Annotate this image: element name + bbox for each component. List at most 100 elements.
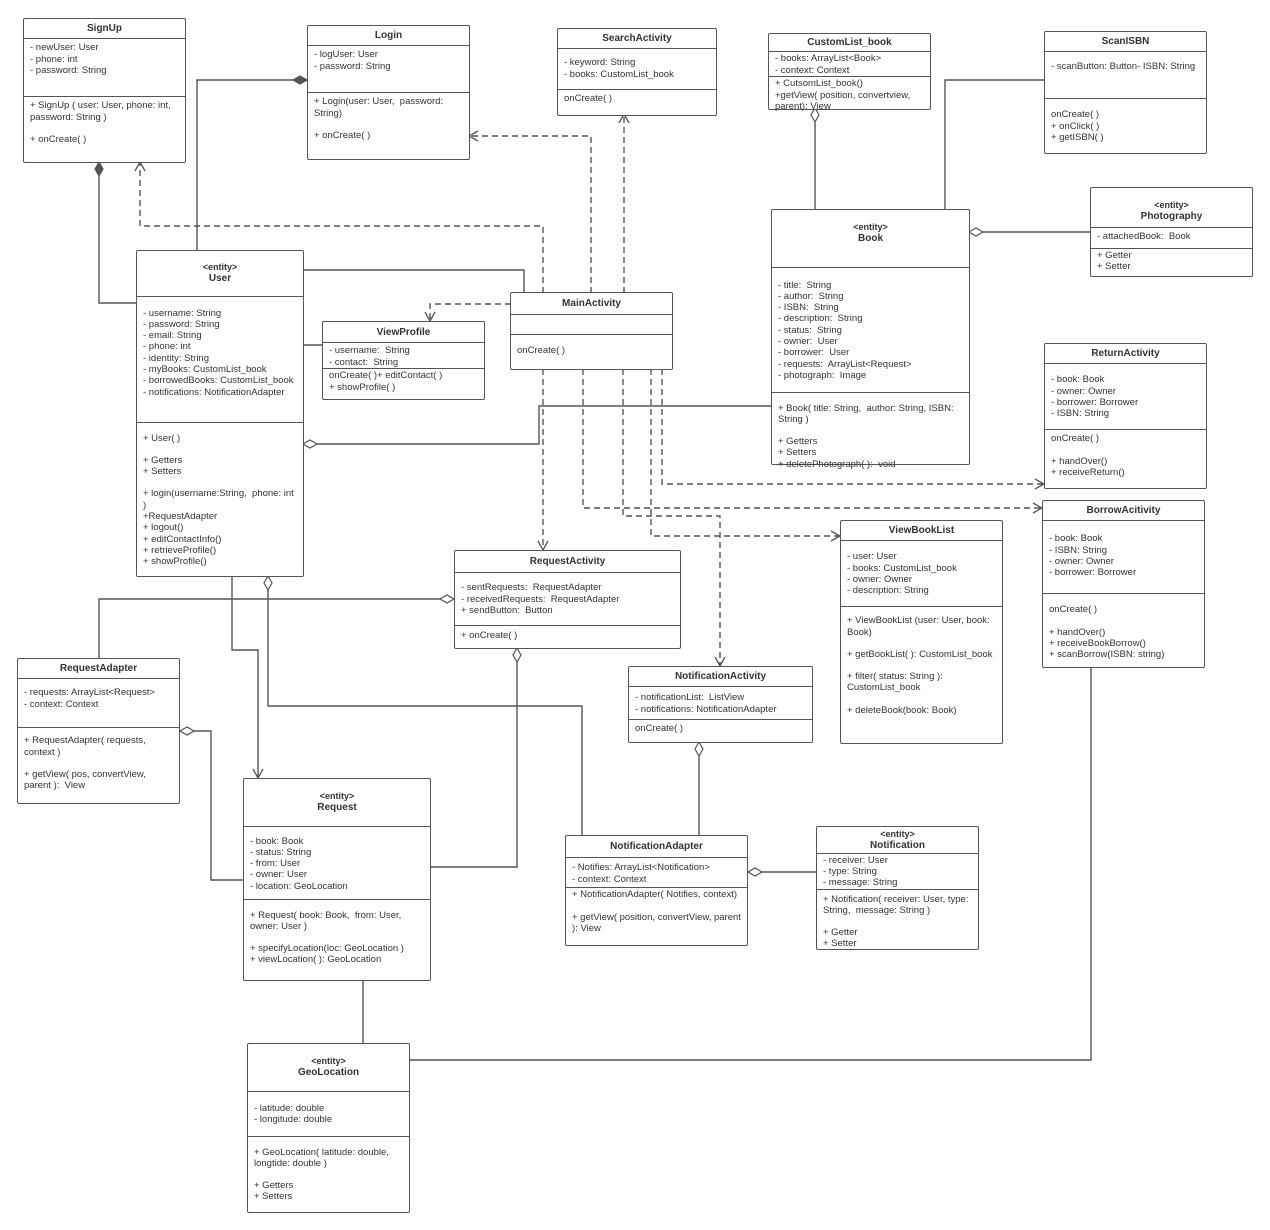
user-login-composition [196, 80, 307, 250]
member-line [1051, 445, 1200, 456]
member-line: - username: String [143, 307, 222, 319]
class-viewprofile[interactable]: ViewProfile - username: String- contact:… [322, 321, 485, 400]
class-mainactivity[interactable]: MainActivity onCreate( ) [510, 292, 673, 370]
member-line: - author: String [778, 290, 844, 302]
class-requestactivity[interactable]: RequestActivity - sentRequests: RequestA… [454, 550, 681, 649]
member-line: - book: Book [1051, 374, 1105, 386]
member-line: +RequestAdapter [143, 511, 218, 523]
member-line: + receiveReturn() [1051, 466, 1125, 478]
member-line: - ISBN: String [1051, 408, 1110, 420]
member-line: + Setters [143, 466, 182, 478]
class-scanisbn[interactable]: ScanISBN - scanButton: Button- ISBN: Str… [1044, 31, 1207, 154]
member-line: + onCreate( ) [461, 630, 518, 642]
member-line: - sentRequests: RequestAdapter [461, 582, 602, 594]
member-line: - owner: User [778, 336, 838, 348]
attributes: - user: User- books: CustomList_book- ow… [841, 541, 1002, 608]
member-line: + Login(user: User, password: String) [314, 96, 446, 119]
member-line [778, 425, 963, 436]
member-line: + Getter [823, 927, 858, 939]
operations: + GeoLocation( latitude: double, longtid… [248, 1137, 409, 1206]
member-line: - keyword: String [564, 57, 636, 69]
member-line [250, 932, 424, 943]
class-name: <entity>User [137, 251, 303, 297]
member-line: - borrower: Borrower [1049, 567, 1137, 579]
class-name: BorrowAcitivity [1043, 501, 1204, 522]
member-line [1049, 616, 1198, 627]
class-name: <entity>Notification [817, 827, 978, 854]
member-line: + ViewBookList (user: User, book: Book) [847, 615, 993, 638]
member-line: - books: ArrayList<Book> [775, 53, 882, 65]
member-line [847, 694, 996, 705]
member-line: + onCreate( ) [30, 133, 87, 145]
member-line: + Book( title: String, author: String, I… [778, 402, 957, 425]
class-customlist-book[interactable]: CustomList_book - books: ArrayList<Book>… [768, 33, 931, 112]
member-line: + deleteBook(book: Book) [847, 704, 957, 716]
attributes: - newUser: User- phone: int- password: S… [24, 39, 185, 98]
class-borrowactivity[interactable]: BorrowAcitivity - book: Book- ISBN: Stri… [1042, 500, 1205, 668]
member-line: + specifyLocation(loc: GeoLocation ) [250, 943, 404, 955]
member-line: + sendButton: Button [461, 604, 553, 616]
member-line: + SignUp ( user: User, phone: int, passw… [30, 100, 174, 123]
member-line: onCreate( ) [1049, 604, 1098, 616]
member-line: + viewLocation( ): GeoLocation [250, 954, 382, 966]
class-user[interactable]: <entity>User - username: String- passwor… [136, 250, 304, 577]
class-geolocation[interactable]: <entity>GeoLocation - latitude: double- … [247, 1043, 410, 1213]
operations: + SignUp ( user: User, phone: int, passw… [24, 97, 185, 148]
class-name: NotificationAdapter [566, 836, 747, 859]
scanisbn-book-association [944, 79, 1044, 210]
member-line: + deletePhotograph( ): void [778, 458, 896, 470]
operations: onCreate( )+ editContact( )+ showProfile… [323, 369, 484, 396]
attributes: - latitude: double- longitude: double [248, 1092, 409, 1137]
class-signup[interactable]: SignUp - newUser: User- phone: int- pass… [23, 18, 186, 163]
member-line: + CutsomList_book() [775, 78, 863, 90]
member-line: - phone: int [30, 53, 78, 65]
member-line: - identity: String [143, 352, 209, 364]
member-line: + handOver() [1049, 626, 1106, 638]
class-notificationactivity[interactable]: NotificationActivity - notificationList:… [628, 666, 813, 743]
attributes: - book: Book- ISBN: String- owner: Owner… [1043, 521, 1204, 595]
member-line: - location: GeoLocation [250, 880, 348, 892]
member-line: - scanButton: Button- ISBN: String [1051, 61, 1196, 73]
class-requestadapter[interactable]: RequestAdapter - requests: ArrayList<Req… [17, 658, 180, 804]
member-line: - description: String [847, 585, 929, 597]
member-line: - borrower: Borrower [1051, 396, 1139, 408]
class-name: <entity>Photography [1091, 188, 1252, 228]
operations: + User( )+ Getters+ Setters+ login(usern… [137, 423, 303, 571]
class-photography[interactable]: <entity>Photography - attachedBook: Book… [1090, 187, 1253, 277]
member-line [572, 901, 741, 912]
class-returnactivity[interactable]: ReturnActivity - book: Book- owner: Owne… [1044, 343, 1207, 489]
main-borrow-dependency [582, 369, 1044, 514]
member-line: - contact: String [329, 356, 399, 368]
member-line: - type: String [823, 865, 877, 877]
class-request[interactable]: <entity>Request - book: Book- status: St… [243, 778, 431, 981]
member-line: - user: User [847, 551, 897, 563]
attributes: - receiver: User- type: String- message:… [817, 854, 978, 890]
member-line: - owner: User [250, 869, 308, 881]
class-name: MainActivity [511, 293, 672, 316]
member-line [314, 119, 463, 130]
class-name: <entity>GeoLocation [248, 1044, 409, 1092]
member-line: + receiveBookBorrow() [1049, 637, 1146, 649]
operations: onCreate( ) + handOver()+ receiveBookBorr… [1043, 594, 1204, 663]
class-notification[interactable]: <entity>Notification - receiver: User- t… [816, 826, 979, 950]
member-line: + scanBorrow(ISBN: string) [1049, 649, 1165, 661]
member-line: + Getters [254, 1180, 294, 1192]
class-book[interactable]: <entity>Book - title: String- author: St… [771, 209, 970, 470]
member-line: + Setter [823, 938, 857, 950]
class-viewbooklist[interactable]: ViewBookList - user: User- books: Custom… [840, 520, 1003, 744]
main-return-dependency [661, 369, 1046, 490]
class-searchactivity[interactable]: SearchActivity - keyword: String- books:… [557, 28, 717, 116]
member-line: - ISBN: String [1049, 544, 1108, 556]
member-line: - email: String [143, 330, 202, 342]
member-line: - latitude: double [254, 1102, 325, 1114]
member-line: + Getters [778, 436, 818, 448]
member-line [30, 123, 179, 134]
member-line: + editContactInfo() [143, 533, 222, 545]
operations: onCreate( ) [558, 90, 716, 107]
member-line: - from: User [250, 858, 301, 870]
class-login[interactable]: Login - logUser: User- password: String … [307, 25, 470, 160]
class-notificationadapter[interactable]: NotificationAdapter - Notifies: ArrayLis… [565, 835, 748, 946]
member-line: - borrower: User [778, 347, 850, 359]
member-line: + Getters [143, 454, 183, 466]
operations: + ViewBookList (user: User, book: Book) +… [841, 607, 1002, 719]
